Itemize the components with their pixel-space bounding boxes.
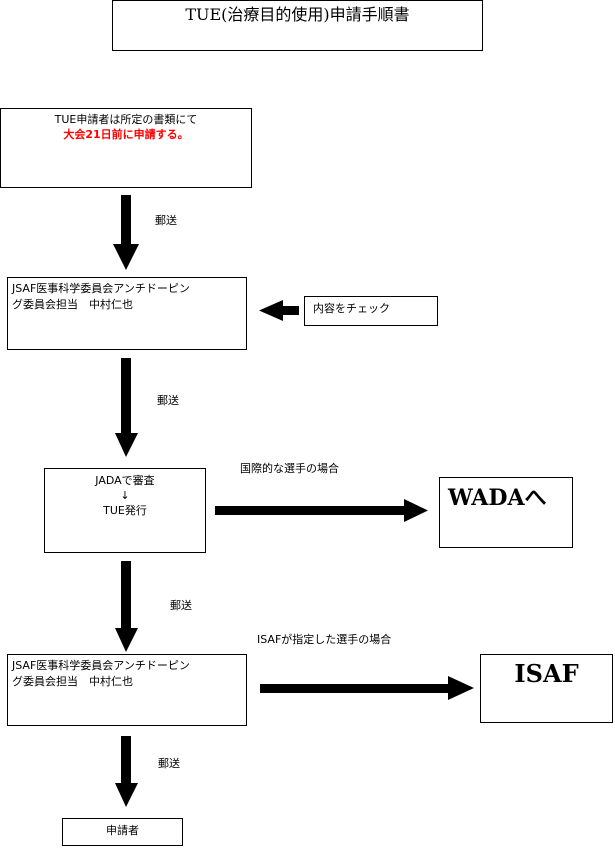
mail-label-1: 郵送 <box>155 214 177 227</box>
jsaf-committee-2-line2: グ委員会担当 中村仁也 <box>12 675 133 688</box>
applicant-final-label: 申請者 <box>106 824 139 837</box>
jsaf-committee-1-line1: JSAF医事科学委員会アンチドーピン <box>12 282 190 295</box>
down-arrow-2 <box>115 358 138 457</box>
jada-review-line1: JADAで審査 <box>95 474 155 487</box>
wada-label: WADAへ <box>448 485 547 511</box>
jada-review-box: JADAで審査 ↓ TUE発行 <box>44 468 206 553</box>
jsaf-committee-2-line1: JSAF医事科学委員会アンチドーピン <box>12 659 190 672</box>
international-label: 国際的な選手の場合 <box>240 462 339 475</box>
title-box: TUE(治療目的使用)申請手順書 <box>112 0 483 51</box>
mail-label-3: 郵送 <box>170 599 192 612</box>
isaf-designated-label: ISAFが指定した選手の場合 <box>257 633 392 646</box>
mail-label-2: 郵送 <box>157 394 179 407</box>
applicant-submit-deadline: 大会21日前に申請する。 <box>63 128 189 141</box>
jada-review-line3: TUE発行 <box>103 504 147 517</box>
down-arrow-1 <box>113 195 139 270</box>
right-arrow-isaf <box>260 676 474 700</box>
applicant-submit-line1: TUE申請者は所定の書類にて <box>54 113 198 126</box>
check-note-box: 内容をチェック <box>304 296 438 326</box>
mail-label-4: 郵送 <box>158 757 180 770</box>
page-title: TUE(治療目的使用)申請手順書 <box>185 5 410 24</box>
right-arrow-wada <box>215 499 428 522</box>
down-arrow-4 <box>115 736 138 807</box>
jsaf-committee-1-line2: グ委員会担当 中村仁也 <box>12 298 133 311</box>
applicant-final-box: 申請者 <box>62 818 183 846</box>
wada-box: WADAへ <box>439 477 573 548</box>
isaf-box: ISAF <box>480 654 613 723</box>
check-note-text: 内容をチェック <box>313 302 390 315</box>
jsaf-committee-box-1: JSAF医事科学委員会アンチドーピン グ委員会担当 中村仁也 <box>7 277 247 350</box>
down-arrow-3 <box>115 561 138 652</box>
jada-review-arrow: ↓ <box>120 489 130 502</box>
applicant-submit-box: TUE申請者は所定の書類にて 大会21日前に申請する。 <box>0 108 252 188</box>
jsaf-committee-box-2: JSAF医事科学委員会アンチドーピン グ委員会担当 中村仁也 <box>7 654 247 726</box>
left-arrow-check <box>259 300 299 321</box>
isaf-label: ISAF <box>514 659 579 688</box>
